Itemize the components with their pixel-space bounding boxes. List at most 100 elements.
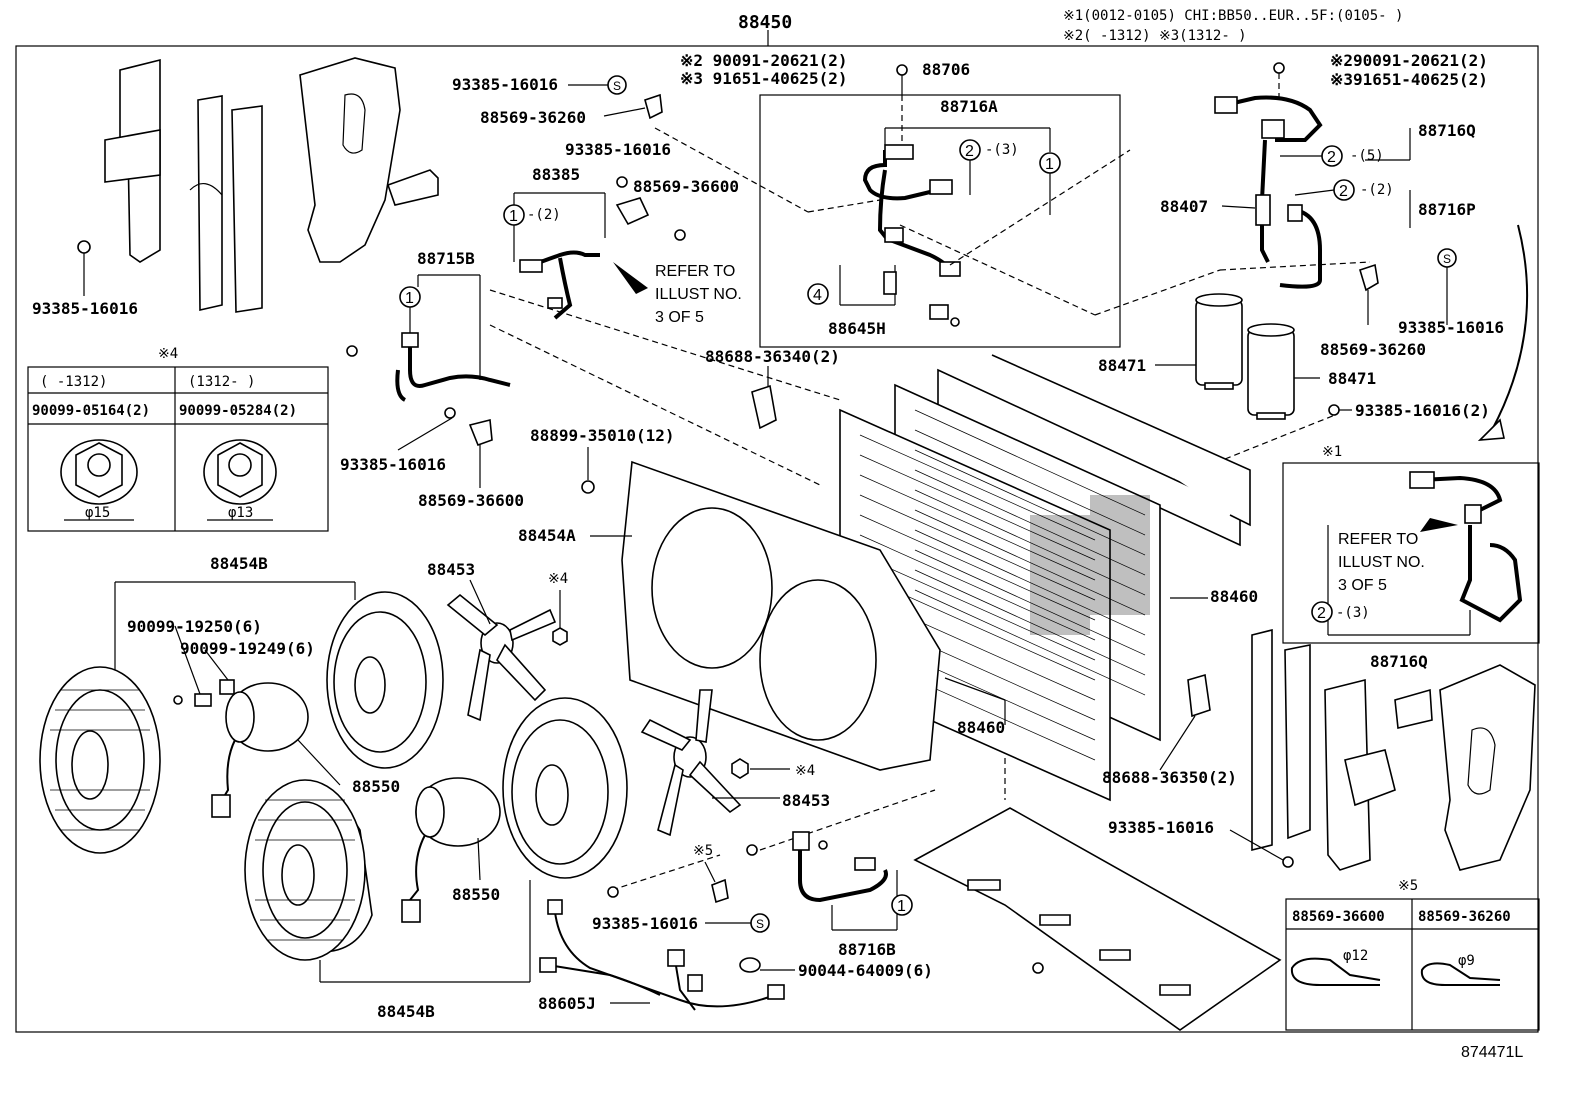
right-side-brackets	[1229, 628, 1536, 871]
bolt-x2-90091-20621-left: ※2 90091-20621(2)	[680, 51, 848, 70]
under-cover-plate	[913, 807, 1282, 1031]
table-5-col2-part: 88569-36260	[1418, 909, 1511, 925]
circle-2-a: 2	[965, 143, 974, 160]
valve-88706: 88706	[922, 60, 970, 79]
table-4-col2-dim: φ13	[228, 505, 253, 521]
note-5-marker: ※5	[693, 843, 713, 859]
table-5-col2-dim: φ9	[1458, 953, 1475, 969]
circle-4: 4	[813, 287, 822, 304]
refer-right-line-1: REFER TO	[1338, 531, 1418, 548]
circle-1-c: 1	[1045, 156, 1054, 173]
receiver-88471-b: 88471	[1328, 369, 1376, 388]
bolt-93385-16016-c: 93385-16016	[340, 455, 446, 474]
bolt-x3-91651-40625-left: ※3 91651-40625(2)	[680, 69, 848, 88]
bolt-93385-16016-left: 93385-16016	[32, 299, 138, 318]
note-1-title: ※1	[1322, 444, 1342, 460]
bolt-93385-16016-qty2: 93385-16016(2)	[1355, 401, 1490, 420]
note-line-2: ※2( -1312) ※3(1312- )	[1063, 28, 1247, 44]
table-5-title: ※5	[1398, 878, 1418, 894]
table-4-col2-part: 90099-05284(2)	[179, 403, 297, 419]
table-4-title: ※4	[158, 346, 178, 362]
bracket-88688-36350: 88688-36350(2)	[1102, 768, 1237, 787]
bolt-93385-16016-b: 93385-16016	[565, 140, 671, 159]
table-5-col1-part: 88569-36600	[1292, 909, 1385, 925]
fan-88454B-bottom: 88454B	[377, 1002, 435, 1021]
motor-88550-b: 88550	[452, 885, 500, 904]
clamp-9-icon	[1420, 962, 1501, 986]
circle-2-c-qty: -(2)	[1360, 182, 1394, 198]
tube-88716A: 88716A	[940, 97, 998, 116]
refer-left-line-3: 3 OF 5	[655, 309, 704, 326]
diagram-frame	[15, 45, 1539, 1033]
table-note-4: ※4 ( -1312) (1312- ) 90099-05164(2) 9009…	[27, 346, 329, 532]
screw-88899-35010: 88899-35010(12)	[530, 426, 675, 445]
condenser-88460-a: 88460	[1210, 587, 1258, 606]
clamp-12-icon	[1290, 957, 1381, 986]
clamp-88569-36260-a: 88569-36260	[480, 108, 586, 127]
right-tube-group: S 2 -(5) 2 -(2)	[1214, 62, 1457, 325]
table-4-col1-part: 90099-05164(2)	[32, 403, 150, 419]
note-4-marker-a: ※4	[548, 571, 568, 587]
circle-2-d-qty: -(3)	[1336, 605, 1370, 621]
table-4-col1-range: ( -1312)	[40, 374, 107, 390]
receiver-tube-box: 1 2 -(3) 4	[759, 64, 1121, 348]
clip-90044-64009: 90044-64009(6)	[798, 961, 933, 980]
bolt-93385-16016-right-low: 93385-16016	[1108, 818, 1214, 837]
circle-2-a-qty: -(3)	[985, 142, 1019, 158]
circle-1-b: 1	[405, 290, 414, 307]
switch-88645H: 88645H	[828, 319, 886, 338]
hose-88715B: 88715B	[417, 249, 475, 268]
table-4-col1-dim: φ15	[85, 505, 110, 521]
bolt-93385-16016-bottom: 93385-16016	[592, 914, 698, 933]
fan-motors	[173, 625, 501, 923]
hose-clamp-group-left: S 1 -(2) 1	[346, 75, 686, 488]
bolt-90099-19250: 90099-19250(6)	[127, 617, 262, 636]
circle-s-a: S	[613, 79, 621, 93]
refer-right-line-3: 3 OF 5	[1338, 577, 1387, 594]
bolt-x2-90091-20621-right: ※290091-20621(2)	[1330, 51, 1488, 70]
condenser-88460-b: 88460	[957, 718, 1005, 737]
refer-left-line-1: REFER TO	[655, 263, 735, 280]
fan-blades	[446, 579, 780, 879]
blade-88453-mid: 88453	[782, 791, 830, 810]
fan-88454B-top: 88454B	[210, 554, 268, 573]
bracket-88688-36340: 88688-36340(2)	[705, 347, 840, 366]
table-note-5: ※5 88569-36600 88569-36260 φ12 φ9	[1285, 878, 1540, 1031]
table-4-col2-range: (1312- )	[188, 374, 255, 390]
bolt-93385-16016-right-top: 93385-16016	[1398, 318, 1504, 337]
fan-assembly-left	[39, 581, 531, 983]
circle-s-c: S	[756, 917, 764, 931]
receiver-88471-a: 88471	[1098, 356, 1146, 375]
refer-arrow-left: REFER TO ILLUST NO. 3 OF 5	[613, 262, 742, 326]
refer-left-line-2: ILLUST NO.	[655, 286, 742, 303]
tube-88716P: 88716P	[1418, 200, 1476, 219]
note-line-1: ※1(0012-0105) CHI:BB50..EUR..5F:(0105- )	[1063, 8, 1403, 24]
hose-88716B: 1	[746, 831, 913, 931]
clamp-88569-36600-b: 88569-36600	[418, 491, 524, 510]
blade-88453-top: 88453	[427, 560, 475, 579]
shroud-88454A: 88454A	[518, 526, 576, 545]
circle-1-a-qty: -(2)	[527, 207, 561, 223]
plug-88407: 88407	[1160, 197, 1208, 216]
motor-88550-a: 88550	[352, 777, 400, 796]
note-4-marker-b: ※4	[795, 763, 815, 779]
hose-88716B-label: 88716B	[838, 940, 896, 959]
circle-2-b-qty: -(5)	[1350, 148, 1384, 164]
pipe-88385: 88385	[532, 165, 580, 184]
tube-88716Q-right: 88716Q	[1370, 652, 1428, 671]
circle-1-a: 1	[509, 208, 518, 225]
receiver-dryers	[1155, 293, 1320, 420]
circle-1-d: 1	[897, 898, 906, 915]
refer-right-line-2: ILLUST NO.	[1338, 554, 1425, 571]
left-side-brackets	[77, 57, 439, 313]
clamp-88569-36600-a: 88569-36600	[633, 177, 739, 196]
note-1-box: ※1 REFER TO ILLUST NO. 3 OF 5 2 -(3)	[1282, 444, 1540, 644]
circle-2-b: 2	[1327, 149, 1336, 166]
harness-88605J-label: 88605J	[538, 994, 596, 1013]
table-5-col1-dim: φ12	[1343, 948, 1368, 964]
bolt-x3-91651-40625-right: ※391651-40625(2)	[1330, 70, 1488, 89]
circle-2-d: 2	[1317, 605, 1326, 622]
washer-90099-19249: 90099-19249(6)	[180, 639, 315, 658]
